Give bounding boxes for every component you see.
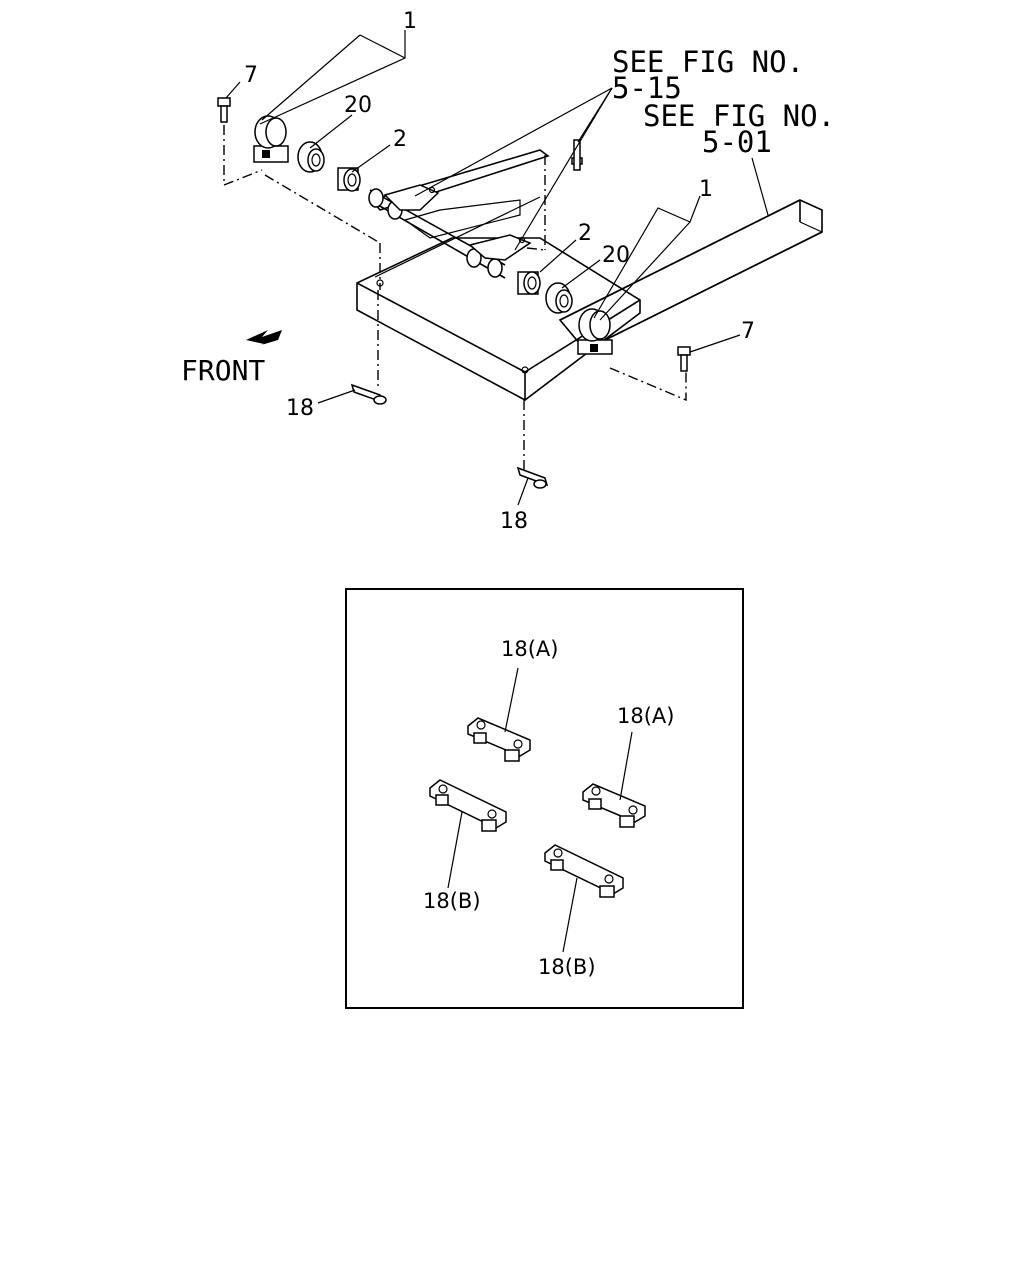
see-fig-5-15-line2: 5-15: [612, 71, 682, 105]
part-7-right-label: 7: [741, 319, 755, 344]
part-2-left-label: 2: [393, 127, 407, 152]
detail-label-18a-1: 18(A): [501, 637, 558, 661]
main-labels: SEE FIG NO. 5-15 SEE FIG NO. 5-01 FRONT …: [181, 9, 835, 534]
plate-18b-1: [429, 779, 507, 832]
plate-18b-2: [544, 844, 624, 898]
detail-box: 18(A) 18(A) 18(B) 18(B): [345, 588, 744, 1009]
part-20-left-label: 20: [344, 93, 372, 118]
see-fig-5-01-line2: 5-01: [702, 125, 772, 159]
part-18-left-label: 18: [286, 396, 314, 421]
plate-18a-2: [582, 783, 646, 828]
right-sleeve-2: [517, 271, 541, 295]
plate-18a-1: [467, 717, 531, 762]
detail-label-18b-1: 18(B): [423, 889, 481, 913]
left-bushing-assembly: [217, 97, 381, 290]
front-arrow-icon: [246, 330, 282, 346]
bottom-nut-18: [516, 466, 549, 489]
right-bushing-assembly: [517, 155, 691, 402]
detail-label-18a-2: 18(A): [617, 704, 674, 728]
upper-bolt: [571, 139, 583, 171]
part-20-right-label: 20: [602, 243, 630, 268]
right-clamp: [577, 308, 613, 355]
left-bolt-7: [217, 97, 231, 123]
part-1-left-label: 1: [403, 9, 417, 34]
right-bushing-20: [545, 282, 573, 314]
frame-assembly: [356, 149, 823, 401]
part-18-bottom-label: 18: [500, 509, 528, 534]
see-fig-5-01-line1: SEE FIG NO.: [643, 99, 835, 133]
detail-label-18b-2: 18(B): [538, 955, 596, 979]
left-sleeve-2: [337, 167, 361, 192]
left-bushing-20: [297, 141, 325, 173]
right-bolt-7: [677, 346, 691, 372]
front-label: FRONT: [181, 354, 265, 387]
see-fig-5-15-line1: SEE FIG NO.: [612, 45, 804, 79]
left-nut-18: [350, 383, 387, 405]
part-1-right-label: 1: [699, 177, 713, 202]
left-clamp: [253, 115, 289, 163]
part-7-left-label: 7: [244, 63, 258, 88]
leader-lines: [225, 30, 769, 506]
part-2-right-label: 2: [578, 221, 592, 246]
